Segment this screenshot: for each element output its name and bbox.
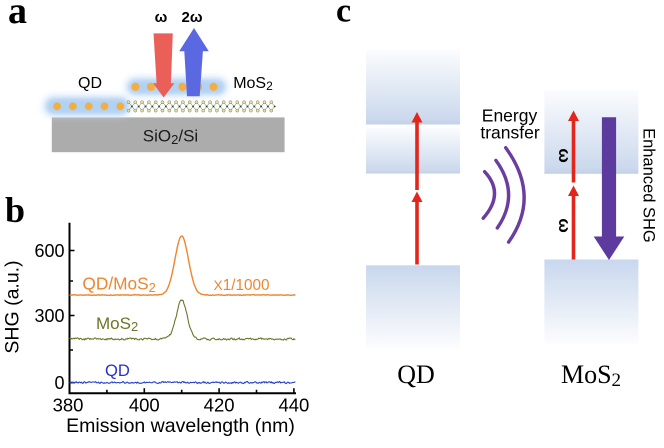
svg-text:MoS2: MoS2 bbox=[233, 75, 273, 93]
svg-text:QD: QD bbox=[78, 75, 102, 92]
svg-text:QD: QD bbox=[105, 361, 130, 380]
svg-text:X1/1000: X1/1000 bbox=[214, 277, 270, 294]
svg-text:c: c bbox=[336, 0, 351, 30]
svg-text:600: 600 bbox=[34, 241, 64, 261]
svg-text:300: 300 bbox=[34, 306, 64, 326]
svg-text:transfer: transfer bbox=[480, 123, 539, 143]
svg-text:b: b bbox=[5, 190, 25, 230]
svg-text:440: 440 bbox=[278, 395, 309, 416]
svg-text:ω: ω bbox=[555, 148, 574, 162]
svg-text:420: 420 bbox=[204, 395, 235, 416]
svg-text:MoS2: MoS2 bbox=[96, 314, 138, 334]
svg-text:Energy: Energy bbox=[482, 106, 538, 126]
svg-text:SiO2/Si: SiO2/Si bbox=[143, 127, 198, 148]
svg-text:QD: QD bbox=[397, 360, 435, 389]
svg-text:0: 0 bbox=[54, 373, 64, 393]
svg-text:Enhanced SHG: Enhanced SHG bbox=[640, 128, 658, 243]
svg-text:380: 380 bbox=[53, 395, 84, 416]
svg-text:ω: ω bbox=[555, 218, 574, 232]
svg-text:Emission wavelength (nm): Emission wavelength (nm) bbox=[66, 415, 295, 437]
svg-text:SHG (a.u.): SHG (a.u.) bbox=[2, 260, 24, 353]
svg-text:a: a bbox=[8, 0, 27, 32]
svg-text:400: 400 bbox=[129, 395, 160, 416]
svg-text:QD/MoS2: QD/MoS2 bbox=[82, 274, 155, 296]
svg-text:ω: ω bbox=[155, 9, 168, 26]
svg-text:2ω: 2ω bbox=[181, 9, 202, 26]
svg-text:MoS2: MoS2 bbox=[561, 360, 621, 391]
